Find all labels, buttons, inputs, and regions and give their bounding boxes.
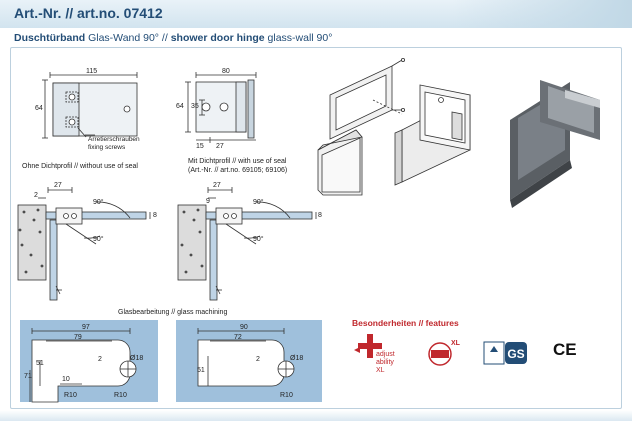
caption-without-seal: Ohne Dichtprofil // without use of seal <box>22 163 138 170</box>
subtitle-text-en: glass-wall 90° <box>264 32 333 44</box>
dim-71: 71 <box>24 373 32 380</box>
dim-51-right: 51 <box>197 367 205 374</box>
subtitle-text-de: Glas-Wand 90° // <box>85 32 171 44</box>
dim-8-left: 8 <box>153 212 157 219</box>
exploded-view-drawing <box>317 58 471 196</box>
machining-left <box>20 320 158 403</box>
radius-left-1: R10 <box>64 392 77 399</box>
dim-27-right: 27 <box>213 182 221 189</box>
section-view-left <box>17 187 151 301</box>
header-bar: Art.-Nr. // art.no. 07412 <box>0 0 632 28</box>
machining-right <box>176 320 322 402</box>
angle-top-right: 90° <box>253 199 264 206</box>
dim-2-left: 2 <box>34 192 38 199</box>
hinge-photo <box>510 80 600 208</box>
subtitle-bold-de: Duschtürband <box>14 32 86 44</box>
svg-text:GS: GS <box>507 347 524 361</box>
product-subtitle: Duschtürband Glas-Wand 90° // shower doo… <box>14 32 332 44</box>
dim-51-left: 51 <box>36 360 44 367</box>
section-view-right <box>177 187 317 301</box>
dim-79: 79 <box>74 334 82 341</box>
dim-97: 97 <box>82 324 90 331</box>
article-number-title: Art.-Nr. // art.no. 07412 <box>14 5 163 21</box>
front-view-drawing <box>42 72 138 139</box>
dim-2-machining-right: 2 <box>256 356 260 363</box>
footer-band <box>0 410 632 421</box>
radius-right: R10 <box>280 392 293 399</box>
dim-8-right: 8 <box>318 212 322 219</box>
header-decoration <box>452 0 632 28</box>
dim-2-machining-left: 2 <box>98 356 102 363</box>
callout-fixing-screws-de: Arretierschrauben <box>88 136 140 143</box>
dim-15: 15 <box>196 143 204 150</box>
dim-80: 80 <box>222 68 230 75</box>
dim-64: 64 <box>176 103 184 110</box>
certification-icon: GS <box>483 341 527 365</box>
caption-glass-machining: Glasbearbeitung // glass machining <box>118 309 228 316</box>
adjust-label-3: XL <box>376 367 385 374</box>
caption-with-seal-1: Mit Dichtprofil // with use of seal <box>188 158 287 165</box>
side-view-drawing <box>185 72 257 143</box>
dim-9-right: 9 <box>206 198 210 205</box>
dim-27-side: 27 <box>216 143 224 150</box>
callout-fixing-screws-en: fixing screws <box>88 144 126 151</box>
dim-d18-left: Ø18 <box>130 355 144 362</box>
dim-35: 35 <box>191 103 199 110</box>
radius-left-2: R10 <box>114 392 127 399</box>
angle-bottom-left: 90° <box>93 236 104 243</box>
angle-top-left: 90° <box>93 199 104 206</box>
angle-bottom-right: 90° <box>253 236 264 243</box>
dim-72: 72 <box>234 334 242 341</box>
subtitle-bold-en: shower door hinge <box>170 32 265 44</box>
adjustability-icon <box>354 334 382 358</box>
features-title: Besonderheiten // features <box>352 318 459 328</box>
adjust-label-1: adjust <box>376 351 395 358</box>
ce-mark: CE <box>553 340 577 359</box>
dim-115: 115 <box>86 68 98 75</box>
dim-64-left: 64 <box>35 105 43 112</box>
dim-10: 10 <box>62 376 70 383</box>
dim-d18-right: Ø18 <box>290 355 304 362</box>
dim-27-left: 27 <box>54 182 62 189</box>
xl-badge-icon <box>428 342 452 366</box>
xl-badge-label: XL <box>451 340 460 347</box>
caption-with-seal-2: (Art.-Nr. // art.no. 69105; 69106) <box>188 167 288 174</box>
adjust-label-2: ability <box>376 359 394 366</box>
dim-90: 90 <box>240 324 248 331</box>
